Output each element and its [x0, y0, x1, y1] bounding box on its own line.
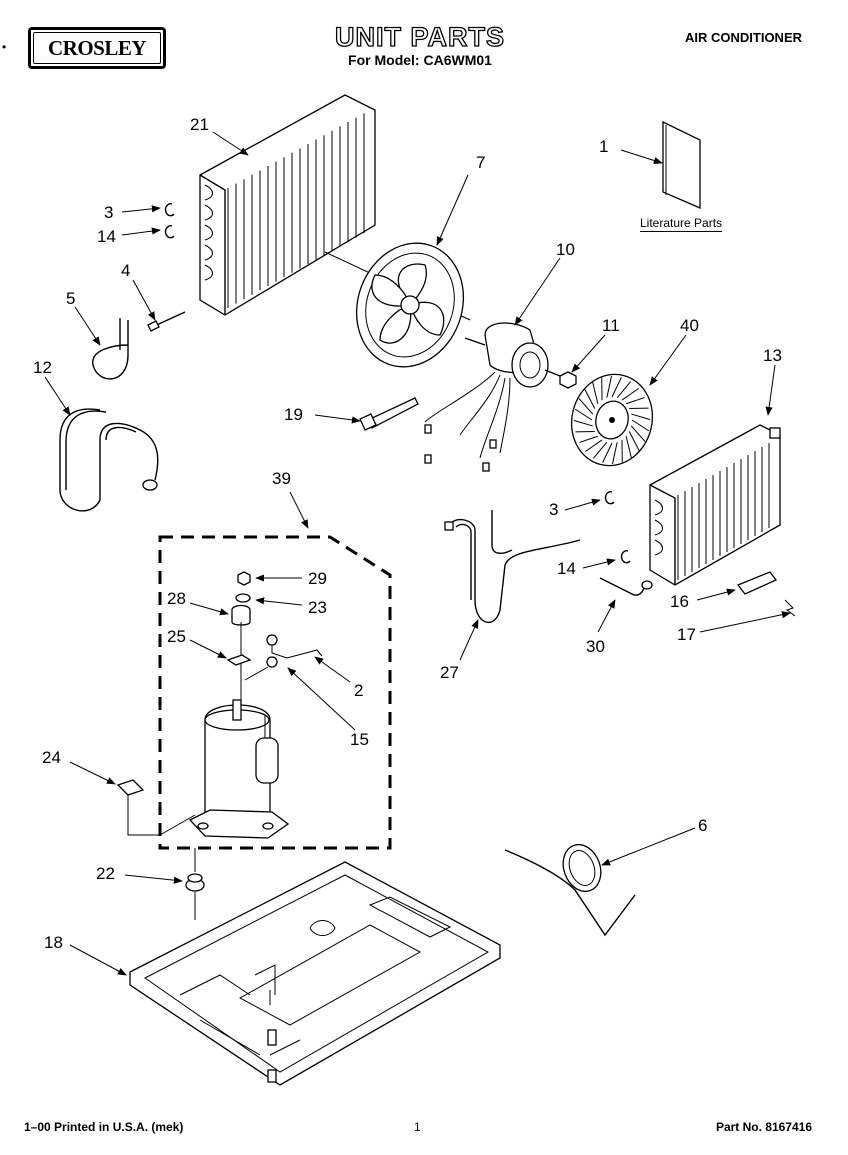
tubing-illustrations: [59, 311, 186, 512]
wire-tie-illustration: [359, 397, 419, 431]
callout-19: 19: [284, 405, 303, 424]
model-subtitle: For Model: CA6WM01: [348, 52, 492, 68]
callout-14-evaporator: 14: [557, 559, 576, 578]
callout-13: 13: [763, 346, 782, 365]
literature-booklet-illustration: [662, 120, 701, 209]
callout-leaders: [44, 131, 791, 976]
fin-line: [630, 425, 646, 442]
callout-17: 17: [677, 625, 696, 644]
fin-line: [611, 442, 618, 465]
fin-line: [631, 413, 651, 420]
callout-24: 24: [42, 748, 61, 767]
callout-6: 6: [698, 816, 707, 835]
callout-25: 25: [167, 627, 186, 646]
grommet-illustration: [185, 848, 205, 920]
compressor-illustration: [188, 571, 323, 839]
bracket-illustration: [736, 571, 796, 617]
seal-ring-illustration: [504, 843, 636, 937]
fan-blade-illustration: [355, 242, 465, 368]
callout-39: 39: [272, 469, 291, 488]
callout-10: 10: [556, 240, 575, 259]
callout-28: 28: [167, 589, 186, 608]
fin-line: [579, 435, 599, 443]
footer-part-number: Part No. 8167416: [715, 1120, 812, 1134]
fin-line: [584, 389, 596, 409]
fin-line: [625, 436, 632, 458]
callout-11: 11: [602, 316, 620, 335]
fin-line: [573, 420, 593, 427]
callout-3-evaporator: 3: [549, 500, 558, 519]
fin-line: [628, 431, 640, 451]
callout-30: 30: [586, 637, 605, 656]
callout-4: 4: [121, 261, 130, 280]
fin-line: [625, 397, 645, 405]
callout-15: 15: [350, 730, 369, 749]
callout-2: 2: [354, 681, 363, 700]
blower-wheel-illustration: [570, 373, 654, 467]
fin-line: [585, 439, 603, 452]
brand-logo-text: CROSLEY: [33, 32, 161, 64]
callout-21: 21: [190, 115, 209, 134]
callout-40: 40: [680, 316, 699, 335]
callout-23: 23: [308, 598, 327, 617]
callout-7: 7: [476, 153, 485, 172]
callout-29: 29: [308, 569, 327, 588]
fan-motor-illustration: [424, 322, 566, 472]
product-category: AIR CONDITIONER: [685, 30, 802, 45]
callout-1: 1: [599, 137, 608, 156]
corner-mark: •: [2, 40, 7, 54]
fin-line: [578, 398, 594, 415]
callout-3: 3: [104, 203, 113, 222]
fin-line: [574, 408, 593, 421]
literature-parts-label: Literature Parts: [640, 216, 723, 232]
base-pan-illustration: [129, 861, 501, 1086]
fin-line: [621, 388, 639, 401]
mounting-bracket-illustration: [116, 779, 196, 836]
fin-line: [611, 377, 622, 398]
fin-line: [606, 375, 613, 398]
callout-18: 18: [44, 933, 63, 952]
clip-illustrations: [164, 203, 631, 564]
callout-16: 16: [670, 592, 689, 611]
callout-12: 12: [33, 358, 52, 377]
brand-logo: CROSLEY: [28, 27, 166, 69]
callout-22: 22: [96, 864, 115, 883]
evaporator-coil-illustration: [649, 424, 781, 586]
fin-line: [602, 442, 613, 463]
nut-illustration: [559, 371, 577, 389]
fin-line: [631, 419, 650, 432]
footer-printed: 1–00 Printed in U.S.A. (mek): [24, 1120, 184, 1134]
page-title: UNIT PARTS: [334, 21, 505, 52]
callout-14: 14: [97, 227, 116, 246]
fin-line: [616, 381, 631, 399]
callout-numbers: 1 2 3 4 6 5 7 10 11 12 13 14 15 16 17 18…: [33, 115, 782, 952]
callout-5: 5: [66, 289, 75, 308]
fin-line: [593, 441, 608, 459]
callout-27: 27: [440, 663, 459, 682]
fin-line: [592, 382, 599, 404]
refrigerant-line-illustration: [444, 510, 653, 623]
footer-page-number: 1: [414, 1120, 421, 1134]
